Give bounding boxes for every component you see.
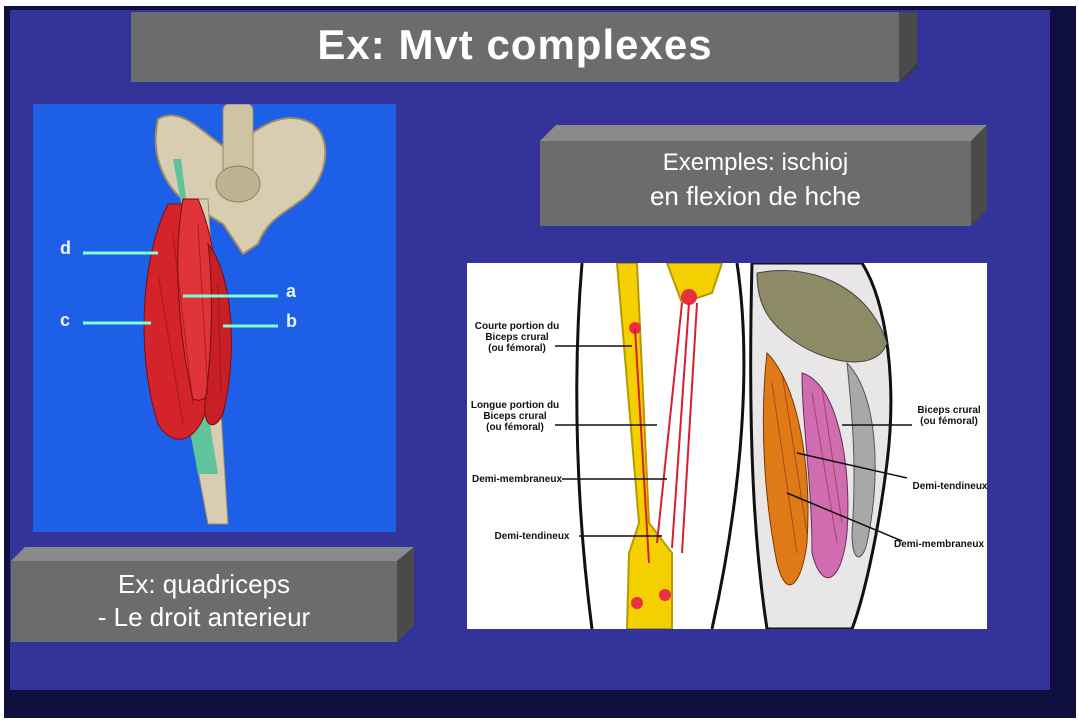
label-biceps-right-1: Biceps crural: [917, 405, 981, 416]
label-demi-tendineux-right: Demi-tendineux: [912, 481, 987, 492]
ischio-box: Exemples: ischioj en flexion de hche: [540, 125, 987, 226]
label-courte-2: Biceps crural: [485, 332, 549, 343]
label-longue-1: Longue portion du: [471, 400, 559, 411]
label-c: c: [60, 310, 70, 331]
label-courte-3: (ou fémoral): [488, 343, 546, 354]
ischio-heading: Exemples: ischioj: [540, 149, 971, 177]
label-demi-membraneux-right: Demi-membraneux: [894, 539, 984, 550]
label-a: a: [286, 281, 296, 302]
label-b: b: [286, 311, 297, 332]
label-d: d: [60, 238, 71, 259]
page-title: Ex: Mvt complexes: [131, 12, 899, 82]
ischio-line: en flexion de hche: [540, 181, 971, 212]
quadriceps-heading: Ex: quadriceps: [11, 569, 397, 600]
label-biceps-right-2: (ou fémoral): [920, 416, 978, 427]
quadriceps-box: Ex: quadriceps - Le droit anterieur: [11, 547, 414, 642]
label-longue-3: (ou fémoral): [486, 422, 544, 433]
quadriceps-anatomy-image: d a c b: [33, 104, 396, 532]
svg-text:Biceps crural(ou fémoral): Biceps crural(ou fémoral): [917, 405, 981, 427]
label-longue-2: Biceps crural: [483, 411, 547, 422]
label-demi-tendineux-left: Demi-tendineux: [494, 531, 569, 542]
label-demi-membraneux-left: Demi-membraneux: [472, 474, 562, 485]
quadriceps-line: - Le droit anterieur: [11, 602, 397, 633]
title-box: Ex: Mvt complexes: [131, 12, 917, 82]
label-courte-1: Courte portion du: [475, 321, 559, 332]
